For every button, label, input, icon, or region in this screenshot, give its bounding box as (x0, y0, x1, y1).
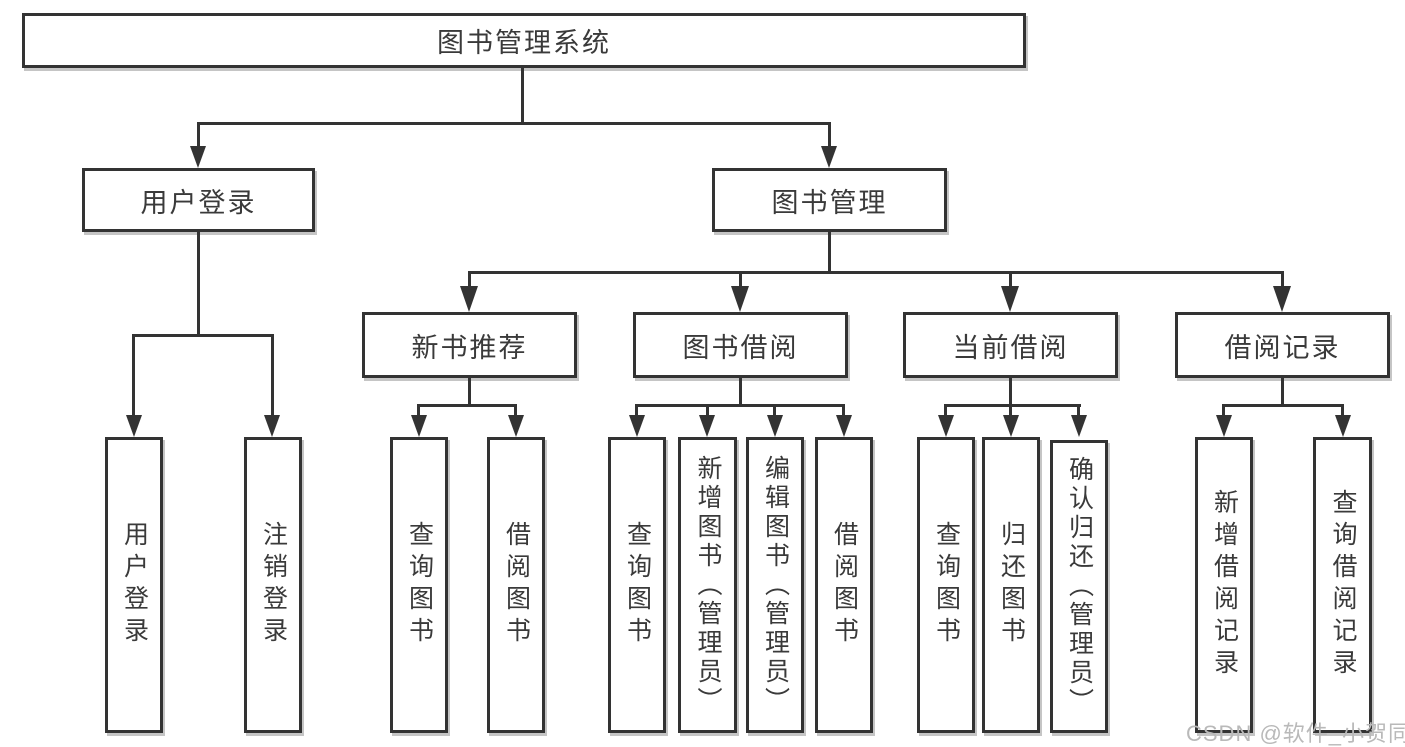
leaf-confirm-return-admin: 确认归还（管理员） (1050, 440, 1108, 733)
connector-bus (635, 404, 845, 407)
connector-shaft (417, 404, 420, 419)
node-label: 图书管理 (771, 187, 888, 218)
arrowhead-icon (731, 286, 749, 312)
connector-shaft (197, 122, 200, 148)
connector-stem (468, 378, 471, 407)
connector-bus (944, 404, 1081, 407)
connector-shaft (842, 404, 845, 419)
arrowhead-icon (264, 415, 280, 437)
node-label: 注销登录 (259, 521, 288, 649)
arrowhead-icon (1273, 286, 1291, 312)
node-label: 借阅图书 (830, 521, 859, 649)
node-label: 查询借阅记录 (1329, 489, 1357, 681)
connector-shaft (739, 271, 742, 288)
node-label: 图书借阅 (682, 332, 799, 363)
arrowhead-icon (1335, 415, 1351, 437)
node-label: 查询图书 (932, 521, 961, 649)
node-label: 新增图书（管理员） (694, 454, 722, 716)
arrowhead-icon (836, 415, 852, 437)
leaf-query-books-recommend: 查询图书 (390, 437, 448, 733)
leaf-query-books-current: 查询图书 (917, 437, 975, 733)
node-label: 新增借阅记录 (1210, 489, 1239, 681)
node-label: 编辑图书（管理员） (761, 454, 790, 716)
connector-shaft (1222, 404, 1225, 419)
arrowhead-icon (629, 415, 645, 437)
connector-stem (1009, 378, 1012, 407)
connector-stem (1281, 378, 1284, 407)
connector-stem (739, 378, 742, 407)
node-label: 借阅图书 (502, 521, 531, 649)
node-label: 用户登录 (140, 187, 257, 218)
leaf-user-login: 用户登录 (105, 437, 163, 733)
node-current-borrowing: 当前借阅 (903, 312, 1118, 378)
arrowhead-icon (821, 146, 837, 168)
node-label: 当前借阅 (952, 332, 1069, 363)
arrowhead-icon (1003, 415, 1019, 437)
connector-shaft (944, 404, 947, 419)
node-label: 查询图书 (405, 521, 434, 649)
node-new-book-recommend: 新书推荐 (362, 312, 577, 378)
connector-shaft (706, 404, 709, 419)
arrowhead-icon (699, 415, 715, 437)
leaf-edit-books-admin: 编辑图书（管理员） (746, 437, 804, 733)
connector-shaft (1281, 271, 1284, 288)
arrowhead-icon (190, 146, 206, 168)
connector-shaft (1009, 404, 1012, 419)
arrowhead-icon (508, 415, 524, 437)
leaf-add-books-admin: 新增图书（管理员） (678, 437, 737, 733)
leaf-add-borrow-record: 新增借阅记录 (1195, 437, 1253, 733)
node-book-borrowing: 图书借阅 (633, 312, 848, 378)
leaf-borrow-books-recommend: 借阅图书 (487, 437, 545, 733)
csdn-watermark: CSDN @软件_小贺同学 (1186, 721, 1405, 746)
arrowhead-icon (460, 286, 478, 312)
connector-root-stem (521, 68, 524, 125)
leaf-query-books-borrowing: 查询图书 (608, 437, 666, 733)
connector-shaft (132, 334, 135, 417)
connector-stem (828, 232, 831, 274)
connector-bus (417, 404, 517, 407)
connector-shaft (1009, 271, 1012, 288)
connector-bus (468, 271, 1284, 274)
node-label: 新书推荐 (411, 332, 528, 363)
node-library-management-system: 图书管理系统 (22, 13, 1026, 68)
connector-stem (197, 232, 200, 337)
node-borrowing-records: 借阅记录 (1175, 312, 1390, 378)
connector-shaft (514, 404, 517, 419)
leaf-logout: 注销登录 (244, 437, 302, 733)
connector-shaft (828, 122, 831, 148)
node-user-login: 用户登录 (82, 168, 315, 232)
connector-bus (132, 334, 274, 337)
node-label: 图书管理系统 (437, 28, 611, 58)
node-book-management: 图书管理 (712, 168, 947, 232)
arrowhead-icon (767, 415, 783, 437)
node-label: 用户登录 (120, 521, 149, 649)
leaf-return-books: 归还图书 (982, 437, 1040, 733)
arrowhead-icon (1071, 415, 1087, 437)
node-label: 确认归还（管理员） (1065, 456, 1094, 717)
arrowhead-icon (411, 415, 427, 437)
leaf-borrow-books: 借阅图书 (815, 437, 873, 733)
connector-shaft (1341, 404, 1344, 419)
connector-bus (1222, 404, 1344, 407)
connector-shaft (635, 404, 638, 419)
arrowhead-icon (1001, 286, 1019, 312)
arrowhead-icon (1216, 415, 1232, 437)
connector-shaft (271, 334, 274, 417)
leaf-query-borrow-record: 查询借阅记录 (1313, 437, 1372, 733)
arrowhead-icon (938, 415, 954, 437)
connector-shaft (1077, 404, 1080, 419)
connector-shaft (468, 271, 471, 288)
connector-shaft (773, 404, 776, 419)
node-label: 归还图书 (997, 521, 1026, 649)
connector-root-bus (197, 122, 831, 125)
arrowhead-icon (126, 415, 142, 437)
node-label: 查询图书 (623, 521, 652, 649)
node-label: 借阅记录 (1224, 332, 1341, 363)
